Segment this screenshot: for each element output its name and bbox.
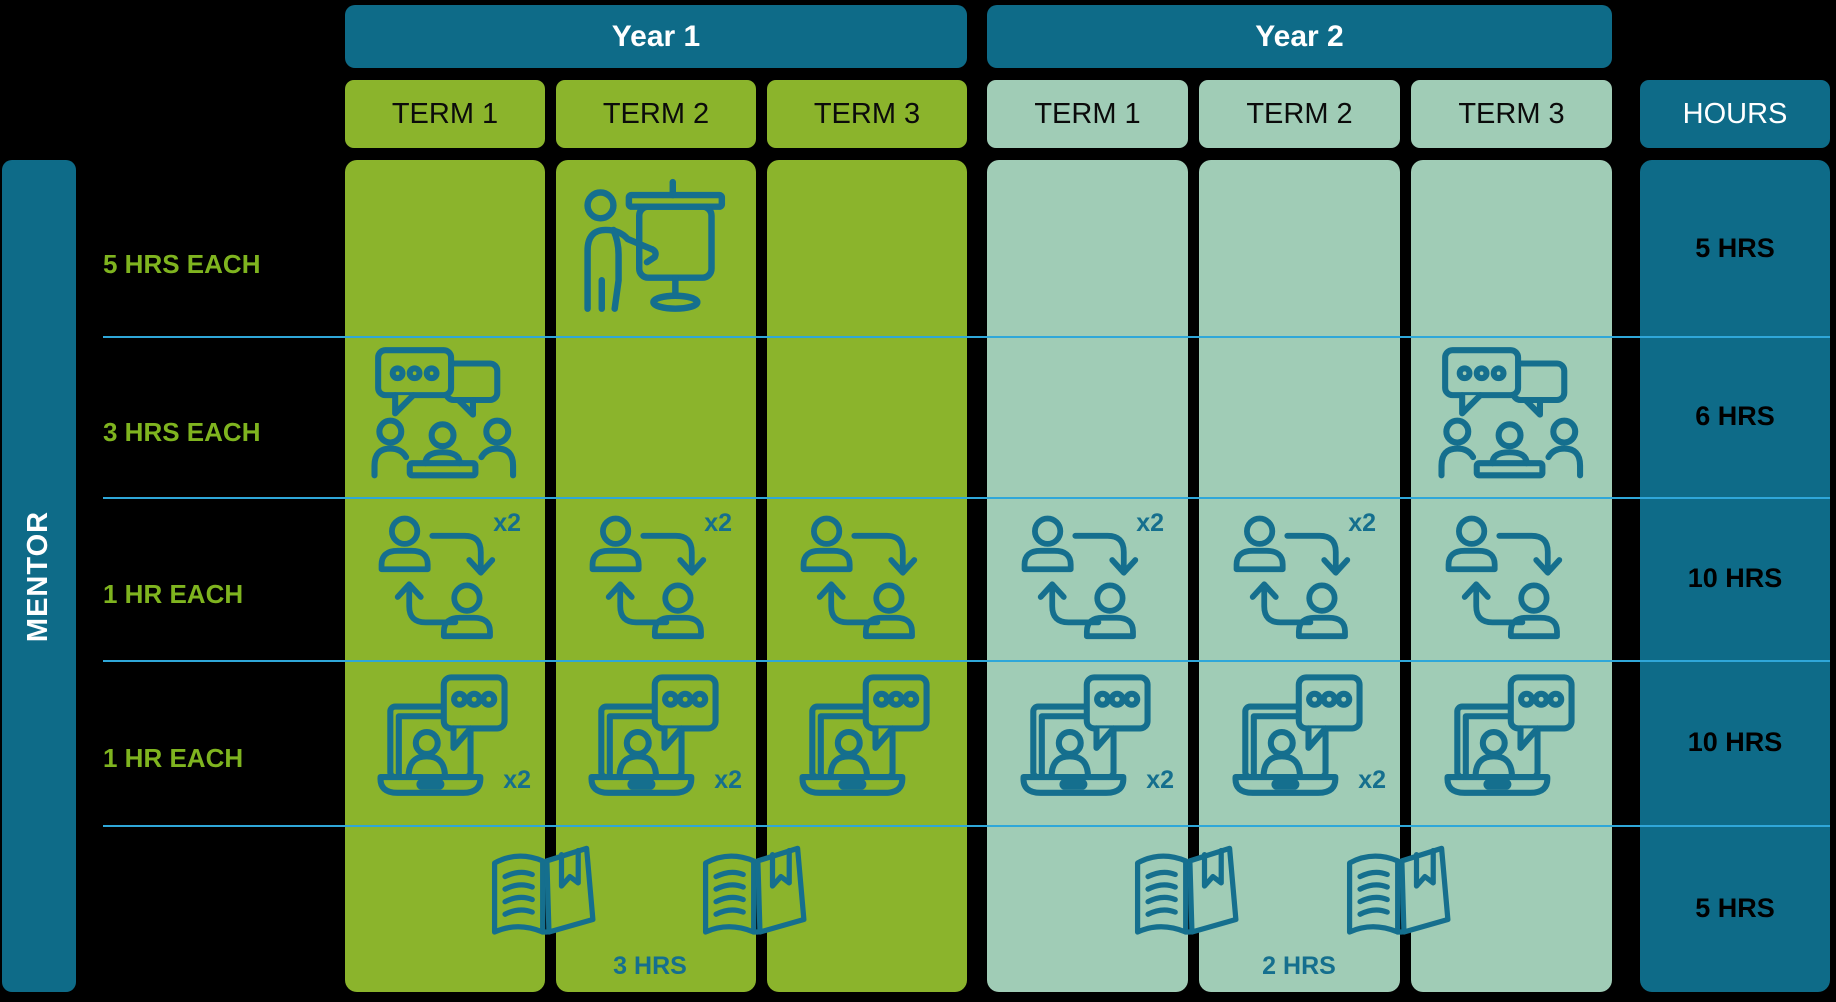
year1-term3-header: TERM 3	[767, 80, 967, 148]
term-label: TERM 2	[602, 97, 710, 130]
video-call-icon	[1221, 670, 1379, 816]
cell-y1t1-video-call: x2	[345, 660, 545, 825]
reading-book-icon	[1330, 840, 1480, 955]
cell-y2t1-group-discussion	[987, 336, 1188, 497]
reading-book-y2-b	[1330, 840, 1480, 955]
cell-y1t1-group-discussion	[345, 336, 545, 497]
year1-label: Year 1	[611, 19, 701, 53]
row4-label: 1 HR EACH	[103, 743, 244, 773]
total-row5: 5 HRS	[1695, 893, 1775, 923]
reading-book-icon	[686, 840, 836, 955]
row1-label: 5 HRS EACH	[103, 248, 261, 279]
multiplier-badge: x2	[714, 766, 742, 794]
cell-y1t3-video-call	[767, 660, 967, 825]
reading-book-icon	[1118, 840, 1268, 955]
reading-book-icon	[475, 840, 625, 955]
year2-term3-header: TERM 3	[1411, 80, 1612, 148]
column-year2-term1: x2 x2	[987, 160, 1188, 992]
term-label: TERM 1	[1034, 97, 1141, 130]
video-call-icon	[1009, 670, 1167, 816]
multiplier-badge: x2	[503, 766, 531, 794]
cell-y1t3-presentations	[767, 160, 967, 336]
multiplier-badge: x2	[704, 509, 732, 537]
group-discussion-icon	[366, 344, 524, 490]
cell-y1t3-group-discussion	[767, 336, 967, 497]
video-call-icon	[577, 670, 735, 816]
cell-y2t2-video-call: x2	[1199, 660, 1400, 825]
cell-y1t1-presentations	[345, 160, 545, 336]
multiplier-badge: x2	[1146, 766, 1174, 794]
year2-reading-hours-note: 2 HRS	[1262, 952, 1336, 980]
cell-y1t2-group-discussion	[556, 336, 756, 497]
cell-y2t2-group-discussion	[1199, 336, 1400, 497]
term-label: TERM 3	[813, 97, 921, 130]
year2-term1-header: TERM 1	[987, 80, 1188, 148]
year1-header: Year 1	[345, 5, 967, 68]
total-row4: 10 HRS	[1687, 727, 1783, 757]
cell-y1t2-exchange: x2	[556, 497, 756, 660]
row2-label: 3 HRS EACH	[103, 417, 261, 447]
row3-label: 1 HR EACH	[103, 579, 244, 609]
row-divider-3	[103, 660, 1830, 662]
cell-y2t3-presentations	[1411, 160, 1612, 336]
mentor-mentee-exchange-icon	[792, 509, 942, 648]
video-call-icon	[366, 670, 524, 816]
year1-term2-header: TERM 2	[556, 80, 756, 148]
reading-book-y2-a	[1118, 840, 1268, 955]
cell-y2t2-presentations	[1199, 160, 1400, 336]
total-row2: 6 HRS	[1695, 401, 1775, 431]
presentation-icon	[572, 177, 740, 319]
term-label: TERM 2	[1246, 97, 1353, 130]
cell-y1t2-video-call: x2	[556, 660, 756, 825]
cell-y1t3-exchange	[767, 497, 967, 660]
hours-header-label: HOURS	[1682, 97, 1788, 130]
year1-term1-header: TERM 1	[345, 80, 545, 148]
year2-label: Year 2	[1255, 19, 1344, 53]
total-row3: 10 HRS	[1687, 563, 1783, 593]
cell-y2t3-group-discussion	[1411, 336, 1612, 497]
video-call-icon	[788, 670, 946, 816]
column-hours-totals: 5 HRS 6 HRS 10 HRS 10 HRS 5 HRS	[1640, 160, 1830, 992]
hours-header: HOURS	[1640, 80, 1830, 148]
mentor-mentee-exchange-icon	[1437, 509, 1587, 648]
cell-y1t2-presentations	[556, 160, 756, 336]
cell-y2t1-presentations	[987, 160, 1188, 336]
multiplier-badge: x2	[1358, 766, 1386, 794]
reading-book-y1-a	[475, 840, 625, 955]
mentor-sidebar-label: MENTOR	[22, 510, 55, 642]
cell-y2t2-exchange: x2	[1199, 497, 1400, 660]
cell-y2t1-video-call: x2	[987, 660, 1188, 825]
row-divider-1	[103, 336, 1830, 338]
year2-term2-header: TERM 2	[1199, 80, 1400, 148]
cell-y2t1-exchange: x2	[987, 497, 1188, 660]
multiplier-badge: x2	[493, 509, 521, 537]
mentor-sidebar: MENTOR	[2, 160, 76, 992]
video-call-icon	[1433, 670, 1591, 816]
multiplier-badge: x2	[1136, 509, 1164, 537]
column-year1-term1: x2 x2	[345, 160, 545, 992]
term-label: TERM 3	[1458, 97, 1565, 130]
group-discussion-icon	[1433, 344, 1591, 490]
cell-y2t3-video-call	[1411, 660, 1612, 825]
row-divider-4	[103, 825, 1830, 827]
cell-y2t3-exchange	[1411, 497, 1612, 660]
row-divider-2	[103, 497, 1830, 499]
multiplier-badge: x2	[1348, 509, 1376, 537]
year1-reading-hours-note: 3 HRS	[613, 952, 687, 980]
total-row1: 5 HRS	[1695, 232, 1775, 263]
cell-y1t1-exchange: x2	[345, 497, 545, 660]
reading-book-y1-b	[686, 840, 836, 955]
term-label: TERM 1	[391, 97, 499, 130]
year2-header: Year 2	[987, 5, 1612, 68]
